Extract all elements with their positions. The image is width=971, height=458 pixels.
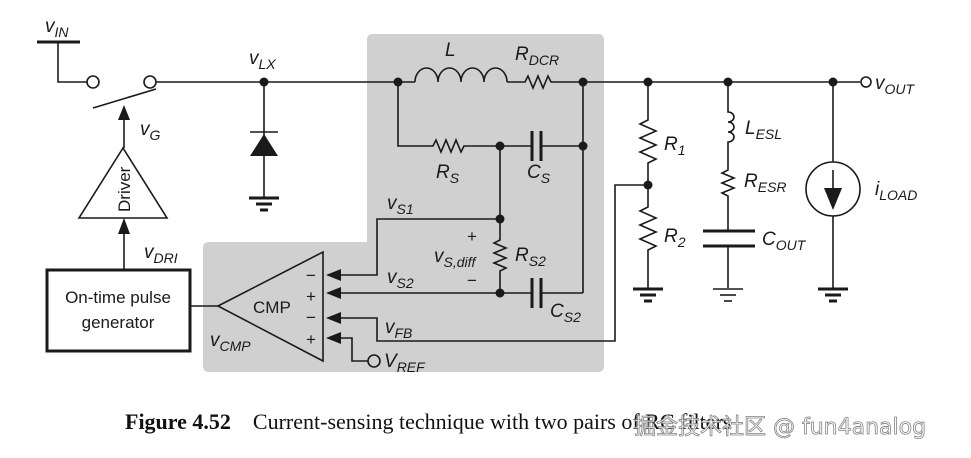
label-iload: iLOAD xyxy=(875,179,917,203)
vsdiff-plus: + xyxy=(467,227,477,246)
watermark: 掘金技术社区 @ fun4analog xyxy=(634,415,926,440)
input-plus-1: + xyxy=(306,287,316,306)
resistor-rs xyxy=(397,82,532,155)
label-vlx: vLX xyxy=(249,48,276,72)
resistor-rdcr xyxy=(507,73,648,91)
capacitor-cs2 xyxy=(530,278,583,308)
label-rdcr: RDCR xyxy=(515,44,559,68)
label-vsdiff: vS,diff xyxy=(434,246,478,270)
ground-icon xyxy=(713,288,743,302)
input-plus-2: + xyxy=(306,330,316,349)
label-vin: vIN xyxy=(45,16,69,40)
label-vref: VREF xyxy=(384,351,426,375)
pulse-generator-box xyxy=(45,268,192,353)
ground-icon xyxy=(818,287,848,303)
ground-icon xyxy=(249,196,279,212)
label-vout: vOUT xyxy=(875,73,916,97)
cmp-label: CMP xyxy=(253,298,291,317)
label-vfb: vFB xyxy=(385,317,412,341)
resistor-rs2 xyxy=(491,146,509,293)
wire-vref xyxy=(340,337,368,362)
switch xyxy=(86,75,157,109)
label-vs1: vS1 xyxy=(387,193,414,217)
inductor-lesl xyxy=(719,82,737,231)
pulse-gen-label-1: On-time pulse xyxy=(65,288,171,307)
capacitor-cout xyxy=(703,229,755,288)
label-rs2: RS2 xyxy=(515,245,546,269)
driver-label: Driver xyxy=(115,166,134,212)
label-lesl: LESL xyxy=(745,118,782,142)
comparator-inputs xyxy=(326,269,341,344)
label-vcmp: vCMP xyxy=(210,330,251,354)
vin-rail xyxy=(37,40,87,83)
input-minus-1: − xyxy=(306,266,316,285)
vsdiff-minus: − xyxy=(467,271,477,290)
label-resr: RESR xyxy=(744,171,787,195)
label-r1: R1 xyxy=(664,134,686,158)
current-source-iload xyxy=(805,82,861,288)
label-cout: COUT xyxy=(762,229,807,253)
label-vs2: vS2 xyxy=(387,267,414,291)
pulse-gen-label-2: generator xyxy=(82,313,155,332)
driver xyxy=(77,105,169,270)
label-vg: vG xyxy=(140,119,161,143)
comparator xyxy=(216,250,324,363)
label-vdri: vDRI xyxy=(144,242,178,266)
label-rs: RS xyxy=(436,162,460,186)
capacitor-cs xyxy=(530,131,583,161)
input-minus-2: − xyxy=(306,308,316,327)
inductor-l xyxy=(414,67,508,83)
label-cs: CS xyxy=(527,162,551,186)
sensing-block-shade xyxy=(203,34,604,372)
label-r2: R2 xyxy=(664,226,686,250)
wire-vfb xyxy=(340,184,648,342)
diode xyxy=(250,82,278,197)
label-cs2: CS2 xyxy=(550,301,581,325)
label-l: L xyxy=(445,40,456,61)
wire-vs1 xyxy=(340,218,500,276)
ground-icon xyxy=(633,287,663,303)
